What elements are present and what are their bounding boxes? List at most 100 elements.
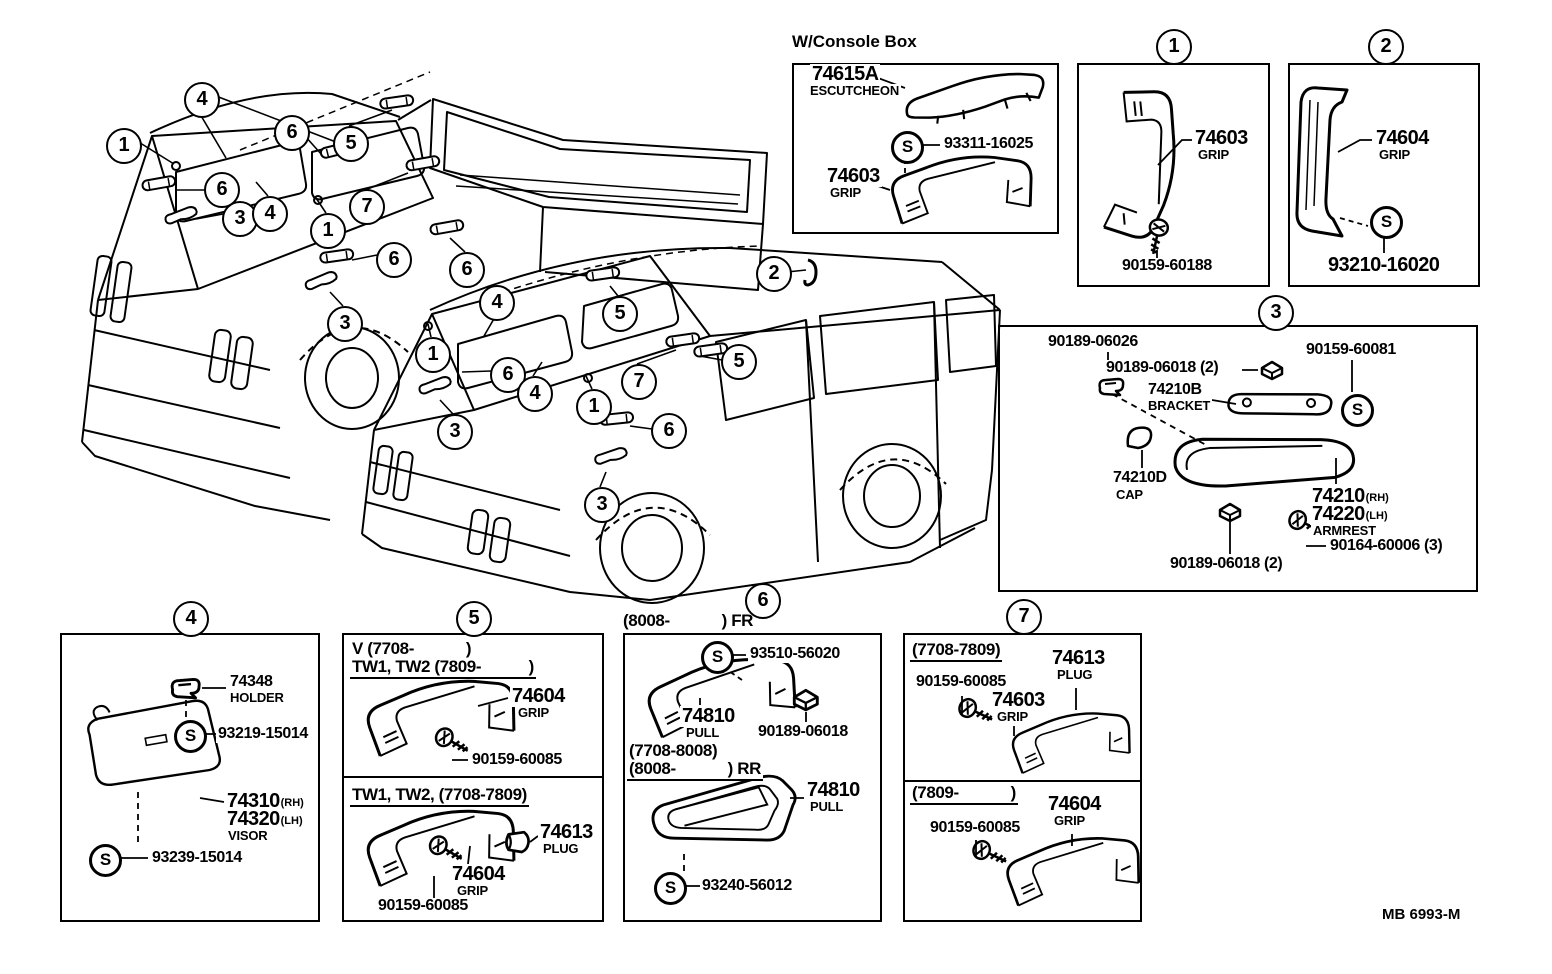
vehicle-callout-6: 6: [376, 242, 412, 278]
section2-grip-part-number: 74604: [1374, 127, 1431, 149]
armrest-rh-num: 74210: [1312, 485, 1365, 507]
section1-art: [1097, 84, 1192, 258]
section6-callout: 6: [745, 583, 781, 619]
section4-art: [87, 678, 226, 859]
section3-cap-part-name: CAP: [1114, 487, 1145, 502]
bracket-sketch: [593, 446, 629, 466]
armrest-lh-side: (LH): [1365, 510, 1388, 522]
visor-rh-num: 74310: [227, 790, 280, 812]
vehicle-callout-3: 3: [327, 306, 363, 342]
visor-lh-side: (LH): [280, 815, 303, 827]
grip-side-drawing: [1295, 86, 1349, 238]
section4-screw-top-part-number: 93219-15014: [216, 725, 310, 743]
section5-bottom-grip-part-name: GRIP: [455, 883, 490, 898]
section4-visor-rh-number: 74310(RH): [225, 791, 306, 812]
section3-armrest-rh-number: 74210(RH): [1310, 486, 1391, 507]
section1-grip-part-number: 74603: [1193, 127, 1250, 149]
section6-frame: [623, 633, 882, 922]
section6-nut-part-number: 90189-06018: [756, 723, 850, 741]
section7-top-header: (7708-7809): [910, 641, 1003, 662]
vehicle-callout-3: 3: [437, 414, 473, 450]
vehicle-callout-4: 4: [479, 285, 515, 321]
section3-nut-top-part-number: 90189-06018 (2): [1104, 359, 1221, 377]
truck-drawing: [81, 71, 768, 521]
section4-holder-part-number: 74348: [228, 673, 275, 691]
cap-drawing: [1126, 426, 1153, 450]
section3-callout: 3: [1258, 295, 1294, 331]
section5-divider: [344, 776, 602, 778]
vehicle-callout-2: 2: [756, 256, 792, 292]
section7-top-grip-part-number: 74603: [990, 689, 1047, 711]
section3-frame: [998, 325, 1478, 592]
section3-bracket-part-name: BRACKET: [1146, 398, 1213, 413]
rear-pull-drawing: [648, 772, 801, 854]
standard-part-symbol: S: [654, 872, 687, 905]
section6-fr-header: (8008- ) FR: [621, 611, 756, 630]
section5-top-grip-part-name: GRIP: [516, 705, 551, 720]
section4-visor-lh-number: 74320(LH): [225, 809, 305, 830]
vehicle-callout-6: 6: [490, 357, 526, 393]
plug-drawing: [505, 830, 530, 854]
section2-grip-part-name: GRIP: [1377, 147, 1412, 162]
section7-bottom-header: (7809- ): [910, 784, 1018, 805]
vehicle-callout-3: 3: [222, 201, 258, 237]
grip-sketch: [318, 247, 355, 265]
console-grip-part-name: GRIP: [828, 185, 863, 200]
nut-drawing: [1260, 360, 1284, 381]
section2-art: [1295, 86, 1385, 253]
section6-rr-pull-part-name: PULL: [808, 799, 846, 814]
section6-screw-part-number: 93510-56020: [748, 645, 842, 663]
standard-part-symbol: S: [1341, 394, 1374, 427]
visor-rh-side: (RH): [280, 797, 304, 809]
section5-bottom-header: TW1, TW2, (7708-7809): [350, 786, 529, 807]
console-box-title: W/Console Box: [790, 32, 919, 51]
section3-screw-part-number: 90159-60081: [1304, 341, 1398, 359]
vehicle-leader-lines: [136, 95, 807, 488]
grip-sketch: [664, 331, 701, 349]
section7-bottom-grip-part-name: GRIP: [1052, 813, 1087, 828]
section5-top-grip-part-number: 74604: [510, 685, 567, 707]
nut-drawing: [1218, 502, 1242, 523]
console-box-frame: [792, 63, 1059, 234]
standard-part-symbol: S: [891, 131, 924, 164]
bracket-sketch: [303, 269, 340, 292]
bracket-sketch: [417, 374, 453, 396]
section5-top-header-line2: TW1, TW2 (7809- ): [350, 658, 536, 679]
section6-rr-pull-part-number: 74810: [805, 779, 862, 801]
section3-bracket-part-number: 74210B: [1146, 381, 1204, 399]
grip-sketch: [140, 174, 177, 193]
section7-bottom-screw-part-number: 90159-60085: [928, 819, 1022, 837]
vehicle-callout-5: 5: [721, 344, 757, 380]
section7-callout: 7: [1006, 599, 1042, 635]
page-code: MB 6993-M: [1382, 906, 1461, 923]
vehicle-callout-5: 5: [602, 296, 638, 332]
vehicle-callout-4: 4: [252, 196, 288, 232]
section4-visor-part-name: VISOR: [226, 828, 270, 843]
console-grip-part-number: 74603: [825, 165, 882, 187]
section6-bottom-header-line1: (7708-8008): [627, 741, 720, 760]
vehicle-callout-4: 4: [517, 376, 553, 412]
section3-cap-part-number: 74210D: [1111, 469, 1169, 487]
vehicle-part-sketches: [140, 93, 818, 466]
section3-armrest-part-name: ARMREST: [1311, 523, 1378, 538]
vehicle-callout-3: 3: [584, 487, 620, 523]
armrest-lh-num: 74220: [1312, 503, 1365, 525]
vehicle-callout-6: 6: [449, 252, 485, 288]
vehicle-callout-4: 4: [184, 82, 220, 118]
section4-holder-part-name: HOLDER: [228, 690, 286, 705]
section2-callout: 2: [1368, 29, 1404, 65]
vehicle-callout-1: 1: [310, 213, 346, 249]
section1-screw-part-number: 90159-60188: [1120, 257, 1214, 275]
section3-bolt-part-number: 90164-60006 (3): [1328, 537, 1445, 555]
grip-sketch: [428, 218, 465, 237]
section3-armrest-lh-number: 74220(LH): [1310, 504, 1390, 525]
standard-part-symbol: S: [701, 641, 734, 674]
section1-callout: 1: [1156, 29, 1192, 65]
grip-drawing: [1097, 84, 1188, 243]
standard-part-symbol: S: [174, 720, 207, 753]
section6-pull-part-name: PULL: [684, 725, 722, 740]
section7-plug-part-name: PLUG: [1055, 667, 1095, 682]
section4-screw-bottom-part-number: 93239-15014: [150, 849, 244, 867]
vehicle-callout-5: 5: [333, 126, 369, 162]
escutcheon-drawing: [902, 69, 1048, 128]
